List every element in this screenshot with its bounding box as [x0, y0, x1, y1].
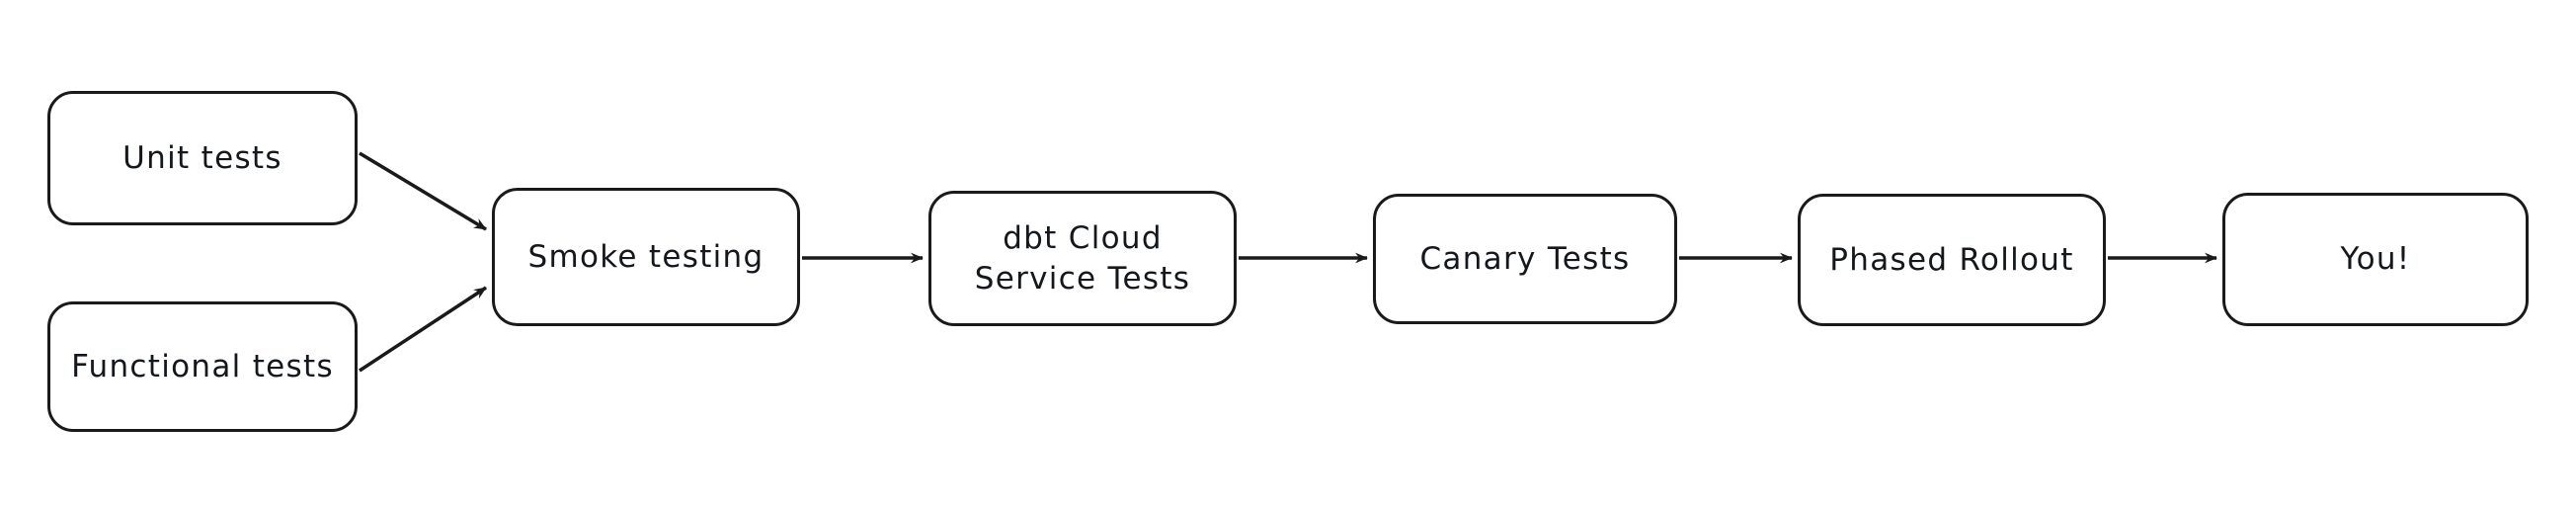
node-you[interactable]: You!	[2222, 193, 2529, 326]
edge-unit-to-smoke	[359, 151, 487, 231]
node-unit-tests[interactable]: Unit tests	[47, 91, 358, 225]
node-label-unit-tests: Unit tests	[122, 139, 282, 176]
node-label-canary-tests: Canary Tests	[1419, 240, 1631, 277]
node-functional-tests[interactable]: Functional tests	[47, 301, 358, 432]
node-label-dbt-cloud-service-tests: dbt Cloud Service Tests	[974, 219, 1191, 297]
node-dbt-cloud-service-tests[interactable]: dbt Cloud Service Tests	[928, 191, 1237, 326]
node-label-phased-rollout: Phased Rollout	[1829, 241, 2074, 278]
node-label-functional-tests: Functional tests	[71, 348, 334, 384]
node-label-you: You!	[2340, 241, 2411, 278]
node-canary-tests[interactable]: Canary Tests	[1373, 194, 1677, 324]
node-smoke-testing[interactable]: Smoke testing	[492, 188, 800, 326]
node-label-smoke-testing: Smoke testing	[527, 238, 765, 275]
node-phased-rollout[interactable]: Phased Rollout	[1798, 194, 2106, 326]
edge-functional-to-smoke	[359, 286, 487, 373]
